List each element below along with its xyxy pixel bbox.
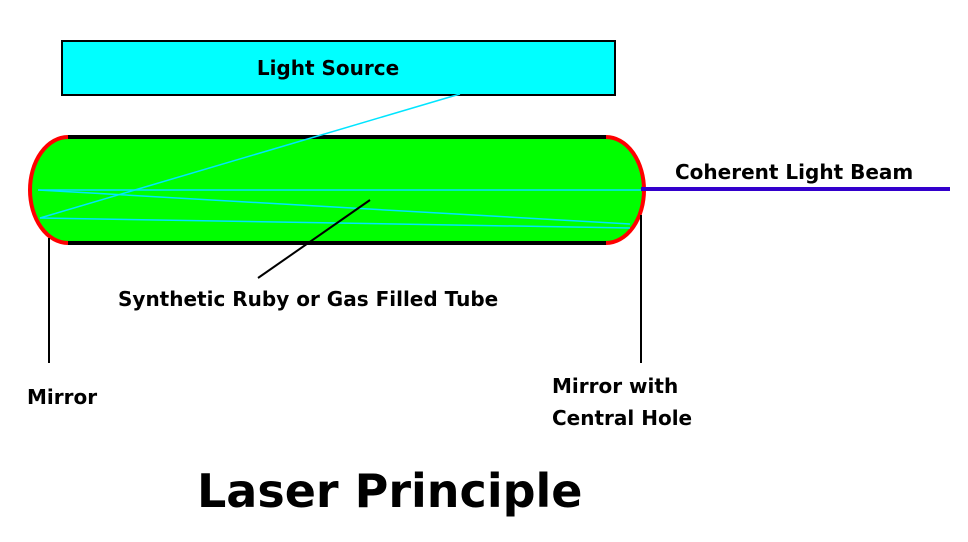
mirror-left-label: Mirror <box>27 385 97 409</box>
mirror-left-cap <box>28 135 69 245</box>
diagram-title: Laser Principle <box>197 464 582 518</box>
reflected-ray-2 <box>37 189 631 225</box>
mirror-right-label-line2: Central Hole <box>552 406 692 430</box>
tube-label: Synthetic Ruby or Gas Filled Tube <box>118 287 498 311</box>
pump-ray <box>39 93 461 219</box>
light-rays <box>37 93 641 229</box>
reflected-ray-3 <box>39 217 631 229</box>
beam-label: Coherent Light Beam <box>675 160 913 184</box>
tube-pointer <box>257 199 371 279</box>
mirror-right-label-line1: Mirror with <box>552 374 678 398</box>
light-source-label: Light Source <box>257 56 399 80</box>
light-source-box <box>61 40 616 96</box>
